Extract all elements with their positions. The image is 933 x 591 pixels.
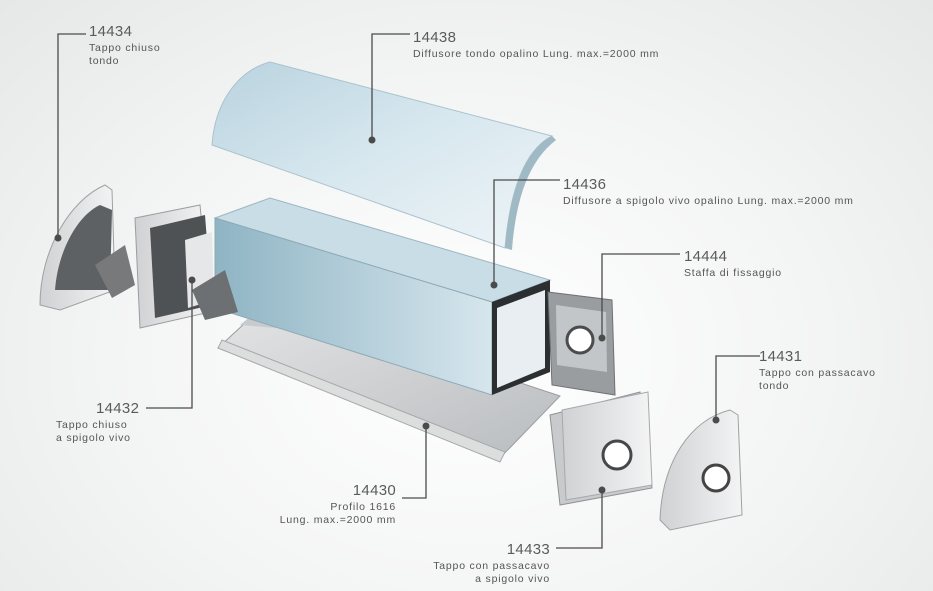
part-description: Diffusore a spigolo vivo opalino Lung. m… [563, 194, 854, 207]
part-description: Diffusore tondo opalino Lung. max.=2000 … [413, 47, 660, 60]
part-description: a spigolo vivo [56, 431, 131, 444]
label-14430: 14430 Profilo 1616 Lung. max.=2000 mm [238, 482, 396, 527]
label-14444: 14444 Staffa di fissaggio [684, 248, 782, 280]
round-closed-cap-part [39, 184, 135, 311]
label-14436: 14436 Diffusore a spigolo vivo opalino L… [563, 176, 854, 208]
part-description: Lung. max.=2000 mm [279, 513, 396, 526]
label-14434: 14434 Tappo chiuso tondo [89, 23, 160, 68]
square-cable-cap-part [549, 391, 653, 506]
square-closed-cap-part [134, 204, 238, 329]
part-description: tondo [759, 379, 790, 392]
leader-lines [57, 33, 760, 549]
part-description: Staffa di fissaggio [684, 266, 782, 279]
fixing-bracket-part [547, 291, 616, 396]
label-14431: 14431 Tappo con passacavo tondo [759, 348, 876, 393]
square-diffuser-part [213, 197, 552, 396]
part-description: Tappo con passacavo [759, 366, 876, 379]
label-14432: 14432 Tappo chiuso a spigolo vivo [56, 400, 139, 445]
label-14433: 14433 Tappo con passacavo a spigolo vivo [396, 541, 550, 586]
aluminium-profile-part [217, 299, 561, 463]
leader-dots [54, 136, 720, 494]
part-description: Tappo con passacavo [433, 559, 550, 572]
part-code: 14430 [352, 482, 396, 499]
label-14438: 14438 Diffusore tondo opalino Lung. max.… [413, 29, 659, 61]
part-description: a spigolo vivo [475, 572, 550, 585]
part-description: Tappo chiuso [89, 41, 161, 54]
part-description: Profilo 1616 [330, 500, 396, 513]
part-code: 14438 [413, 29, 457, 46]
round-cable-cap-part [659, 409, 743, 531]
part-description: Tappo chiuso [56, 418, 128, 431]
part-code: 14433 [506, 541, 550, 558]
part-description: tondo [89, 54, 120, 67]
part-code: 14434 [89, 23, 133, 40]
part-code: 14436 [563, 176, 607, 193]
part-code: 14432 [96, 400, 140, 417]
round-diffuser-part [211, 61, 556, 250]
part-code: 14431 [759, 348, 803, 365]
part-code: 14444 [684, 248, 728, 265]
